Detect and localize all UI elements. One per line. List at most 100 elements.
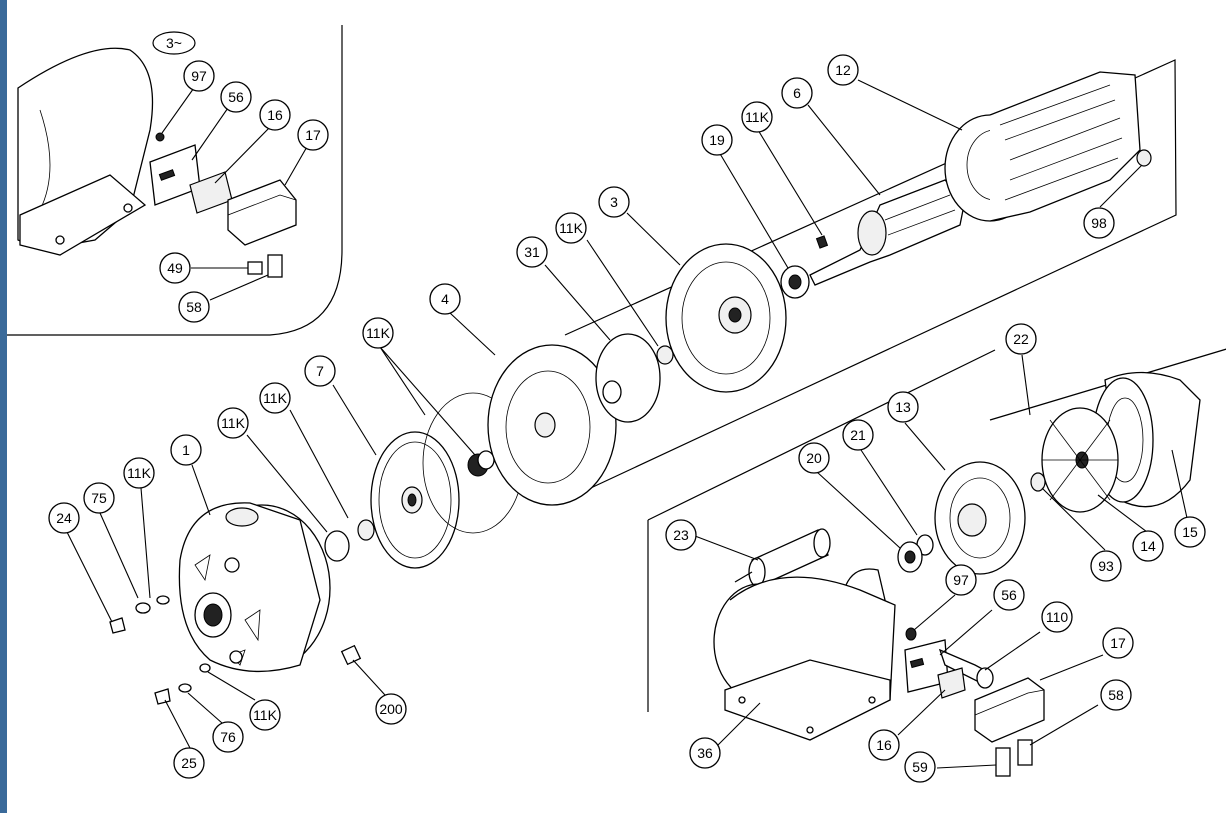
svg-text:36: 36	[697, 745, 713, 761]
impeller-nut	[357, 519, 375, 541]
motor-housing-36	[713, 576, 896, 741]
callout-25: 25	[173, 747, 205, 779]
svg-text:23: 23	[673, 527, 689, 543]
svg-text:12: 12	[835, 62, 851, 78]
svg-text:20: 20	[806, 450, 822, 466]
inset-label: 3~	[166, 35, 182, 51]
svg-text:17: 17	[305, 127, 321, 143]
callout-49: 49	[159, 252, 191, 284]
svg-text:11K: 11K	[745, 109, 770, 125]
gland-97-b	[905, 627, 917, 641]
svg-text:13: 13	[895, 399, 911, 415]
callout-97-inset: 97	[183, 60, 215, 92]
callout-98: 98	[1083, 207, 1115, 239]
svg-text:19: 19	[709, 132, 725, 148]
bearing-19	[780, 265, 810, 299]
callout-20: 20	[798, 442, 830, 474]
svg-text:3: 3	[610, 194, 618, 210]
svg-text:58: 58	[186, 299, 202, 315]
drain-plug-lower	[154, 663, 211, 705]
callout-1: 1	[170, 434, 202, 466]
shaft-washer	[656, 345, 674, 365]
leader-lines	[66, 79, 1188, 769]
svg-text:11K: 11K	[221, 415, 246, 431]
svg-text:14: 14	[1140, 538, 1156, 554]
callout-22: 22	[1005, 323, 1037, 355]
svg-text:31: 31	[524, 244, 540, 260]
callout-15: 15	[1174, 516, 1206, 548]
callout-17-motor: 17	[1102, 627, 1134, 659]
callout-58-motor: 58	[1100, 679, 1132, 711]
svg-text:4: 4	[441, 291, 449, 307]
callout-93: 93	[1090, 550, 1122, 582]
rotor-6	[809, 174, 991, 286]
svg-text:7: 7	[316, 363, 324, 379]
callout-7: 7	[304, 355, 336, 387]
impeller-7	[370, 431, 460, 569]
callout-56-motor: 56	[993, 579, 1025, 611]
svg-text:11K: 11K	[253, 707, 278, 723]
left-edge-strip	[0, 0, 7, 813]
callout-110: 110	[1041, 601, 1073, 633]
callout-56-inset: 56	[220, 81, 252, 113]
callout-11k-f: 11K	[123, 457, 155, 489]
callout-19: 19	[701, 124, 733, 156]
svg-text:25: 25	[181, 755, 197, 771]
callout-11k-a: 11K	[741, 101, 773, 133]
svg-text:21: 21	[850, 427, 866, 443]
terminal-plate-b	[904, 639, 949, 693]
svg-text:75: 75	[91, 490, 107, 506]
fan-14	[1041, 407, 1119, 513]
svg-text:11K: 11K	[366, 325, 391, 341]
cover-17-b	[974, 677, 1045, 743]
callout-11k-c: 11K	[362, 317, 394, 349]
callout-11k-b: 11K	[555, 212, 587, 244]
callout-31: 31	[516, 236, 548, 268]
callout-16-inset: 16	[259, 99, 291, 131]
callout-16-motor: 16	[868, 729, 900, 761]
callout-11k-d: 11K	[259, 382, 291, 414]
callout-13: 13	[887, 391, 919, 423]
motor-frame-top	[564, 59, 1177, 501]
seal-plate-4	[487, 344, 617, 506]
inset-leaders	[161, 84, 309, 301]
oring-11k	[324, 530, 350, 562]
bearing-20	[897, 541, 923, 573]
callout-21: 21	[842, 419, 874, 451]
callout-14: 14	[1132, 530, 1164, 562]
callout-11k-e: 11K	[217, 407, 249, 439]
drain-plug-upper	[109, 595, 170, 634]
callout-36: 36	[689, 737, 721, 769]
mechanical-seal	[467, 450, 495, 477]
callout-11k-g: 11K	[249, 699, 281, 731]
svg-text:59: 59	[912, 759, 928, 775]
svg-text:97: 97	[953, 572, 969, 588]
disc-31	[595, 333, 661, 423]
stator-12	[944, 71, 1141, 222]
gland-59	[995, 747, 1011, 777]
svg-text:6: 6	[793, 85, 801, 101]
svg-text:16: 16	[876, 737, 892, 753]
svg-text:15: 15	[1182, 524, 1198, 540]
svg-text:49: 49	[167, 260, 183, 276]
callout-97-motor: 97	[945, 564, 977, 596]
svg-text:56: 56	[228, 89, 244, 105]
svg-text:11K: 11K	[559, 220, 584, 236]
motor-frame-bottom	[647, 349, 996, 712]
callout-76: 76	[212, 721, 244, 753]
svg-text:16: 16	[267, 107, 283, 123]
fan-nut-93	[1030, 472, 1046, 492]
svg-text:93: 93	[1098, 558, 1114, 574]
callout-59: 59	[904, 751, 936, 783]
svg-text:24: 24	[56, 510, 72, 526]
svg-text:110: 110	[1046, 609, 1069, 625]
stator-nut	[1136, 149, 1152, 167]
callout-4: 4	[429, 283, 461, 315]
svg-text:17: 17	[1110, 635, 1126, 651]
callout-24: 24	[48, 502, 80, 534]
callout-6: 6	[781, 77, 813, 109]
svg-text:22: 22	[1013, 331, 1029, 347]
svg-text:1: 1	[182, 442, 190, 458]
relay-110	[938, 648, 994, 689]
